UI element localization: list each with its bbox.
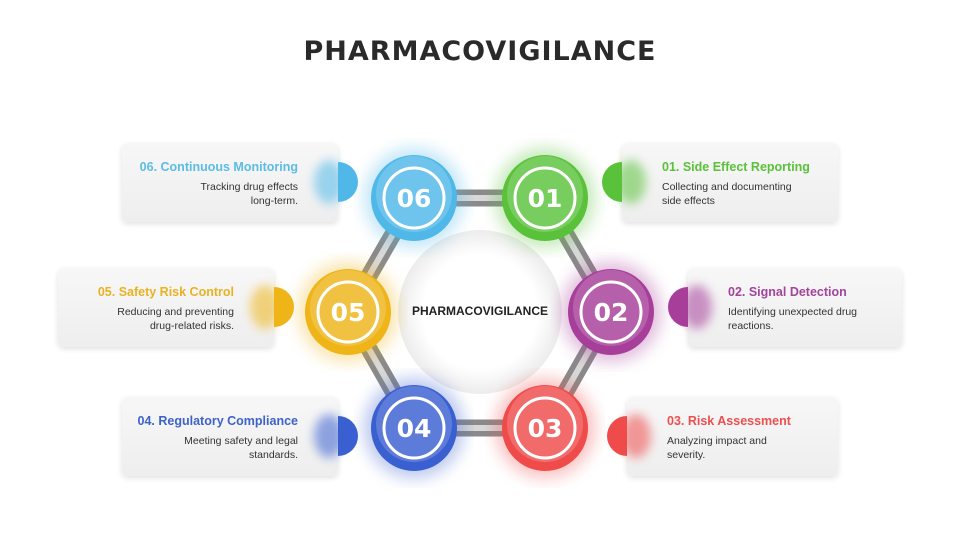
step-node-06: 06 [364, 148, 464, 248]
step-node-02: 02 [561, 262, 661, 362]
step-title: 03. Risk Assessment [667, 414, 791, 428]
node-ring [513, 396, 577, 460]
step-card-03: 03. Risk Assessment Analyzing impact and… [607, 397, 838, 476]
node-ring [579, 280, 643, 344]
step-node-01: 01 [495, 148, 595, 248]
card-accent-semicircle [607, 416, 627, 456]
node-number: 01 [528, 184, 563, 213]
step-card-05: 05. Safety Risk Control Reducing and pre… [58, 268, 294, 347]
center-hub [398, 230, 562, 394]
node-number: 02 [594, 298, 629, 327]
step-node-03: 03 [495, 378, 595, 478]
step-card-01: 01. Side Effect Reporting Collecting and… [602, 143, 838, 222]
node-number: 03 [528, 414, 563, 443]
node-ring [513, 166, 577, 230]
card-accent-semicircle [602, 162, 622, 202]
step-title: 05. Safety Risk Control [97, 285, 234, 299]
step-description: Analyzing impact and severity. [667, 435, 767, 461]
step-description: Meeting safety and legal standards. [184, 435, 298, 461]
card-accent-semicircle [338, 162, 358, 202]
step-card-04: 04. Regulatory Compliance Meeting safety… [122, 397, 358, 476]
step-title: 04. Regulatory Compliance [137, 414, 298, 428]
node-ring [382, 166, 446, 230]
card-accent-semicircle [274, 287, 294, 327]
step-description: Identifying unexpected drug reactions. [728, 306, 858, 332]
card-accent-semicircle [668, 287, 688, 327]
node-number: 05 [331, 298, 366, 327]
node-number: 04 [397, 414, 432, 443]
center-label: PHARMACOVIGILANCE [411, 304, 548, 318]
node-ring [382, 396, 446, 460]
step-node-04: 04 [364, 378, 464, 478]
node-ring [316, 280, 380, 344]
step-node-05: 05 [298, 262, 398, 362]
step-description: Tracking drug effects long-term. [200, 181, 298, 207]
step-card-06: 06. Continuous Monitoring Tracking drug … [122, 143, 358, 222]
step-description: Collecting and documenting side effects [662, 181, 792, 207]
step-card-02: 02. Signal Detection Identifying unexpec… [668, 268, 902, 347]
card-accent-semicircle [338, 416, 358, 456]
page-title: PHARMACOVIGILANCE [303, 36, 657, 67]
node-number: 06 [397, 184, 432, 213]
step-title: 01. Side Effect Reporting [662, 160, 810, 174]
step-title: 02. Signal Detection [728, 285, 847, 299]
step-description: Reducing and preventing drug-related ris… [117, 306, 234, 332]
step-title: 06. Continuous Monitoring [139, 160, 298, 174]
